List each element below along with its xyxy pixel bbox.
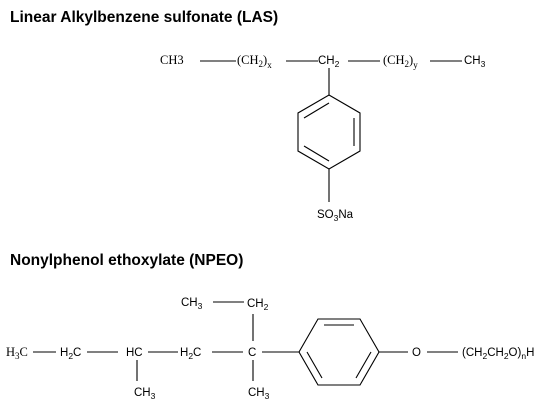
npeo-h2c-2: H2C xyxy=(180,347,201,361)
npeo-peg-tail: (CH2CH2O)nH xyxy=(462,347,534,361)
npeo-title: Nonylphenol ethoxylate (NPEO) xyxy=(10,252,243,269)
npeo-h3c: H3C xyxy=(6,345,28,361)
npeo-benzene-ring xyxy=(298,318,380,386)
npeo-ch3-below-c: CH3 xyxy=(248,387,270,401)
las-benzene-ring xyxy=(297,94,361,170)
bond xyxy=(303,102,330,119)
las-ch2-mid: CH2 xyxy=(318,55,340,69)
npeo-ch3-below-hc: CH3 xyxy=(134,387,156,401)
las-ch3-left: CH3 xyxy=(160,53,184,67)
las-title: Linear Alkylbenzene sulfonate (LAS) xyxy=(10,9,278,26)
las-ch2x-group: (CH2)x xyxy=(237,53,272,70)
npeo-h2c-1: H2C xyxy=(60,347,81,361)
las-ch2y-group: (CH2)y xyxy=(383,53,418,70)
npeo-ch3-top: CH3 xyxy=(181,297,203,311)
npeo-ch2-top: CH2 xyxy=(247,298,269,312)
las-so3na: SO3Na xyxy=(317,209,354,223)
las-ch3-right: CH3 xyxy=(464,55,486,69)
bond xyxy=(306,351,323,379)
npeo-c-quat: C xyxy=(248,347,256,359)
bond xyxy=(303,145,330,162)
bond xyxy=(355,351,372,379)
npeo-hc: HC xyxy=(126,347,143,359)
npeo-oxygen: O xyxy=(412,347,421,359)
